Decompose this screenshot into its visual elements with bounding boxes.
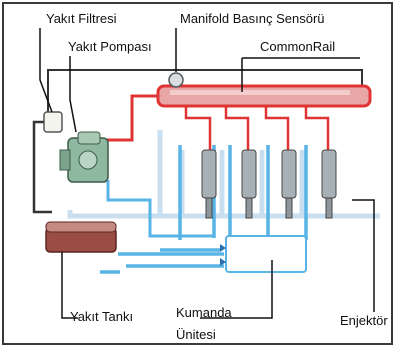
rail-to-injector-1 xyxy=(184,106,212,160)
label-injector: Enjektör xyxy=(340,313,388,328)
injector-icon xyxy=(321,149,337,219)
high-pressure-line xyxy=(98,94,158,142)
control-unit-icon xyxy=(225,235,307,273)
fuel-filter-icon xyxy=(43,111,63,133)
fuel-tank-top xyxy=(45,221,117,233)
manifold-sensor-icon xyxy=(168,72,184,88)
injector-icon xyxy=(201,149,217,219)
label-control-unit-2: Ünitesi xyxy=(176,327,216,342)
injector-icon xyxy=(241,149,257,219)
injector-return-lines xyxy=(67,150,380,219)
control-wiring-pump xyxy=(106,180,214,238)
leader-lines xyxy=(39,28,375,319)
control-unit-connector xyxy=(220,244,226,266)
label-control-unit-1: Kumanda xyxy=(176,305,232,320)
label-fuel-tank: Yakıt Tankı xyxy=(70,309,134,324)
return-line-top xyxy=(47,69,158,122)
injector-icon xyxy=(281,149,297,219)
label-fuel-pump: Yakıt Pompası xyxy=(68,39,152,54)
feed-line-outer xyxy=(32,120,52,214)
return-to-tank xyxy=(110,130,163,219)
label-fuel-filter: Yakıt Filtresi xyxy=(46,11,117,26)
rail-to-injector-3 xyxy=(264,106,290,160)
label-manifold-sensor: Manifold Basınç Sensörü xyxy=(180,11,325,26)
rail-to-injector-4 xyxy=(304,106,330,160)
return-line-right xyxy=(158,69,363,90)
fuel-pump-icon xyxy=(59,131,109,183)
common-rail-body xyxy=(156,84,372,108)
label-common-rail: CommonRail xyxy=(260,39,336,54)
rail-to-injector-2 xyxy=(224,106,250,160)
common-rail-highlight xyxy=(170,90,350,95)
